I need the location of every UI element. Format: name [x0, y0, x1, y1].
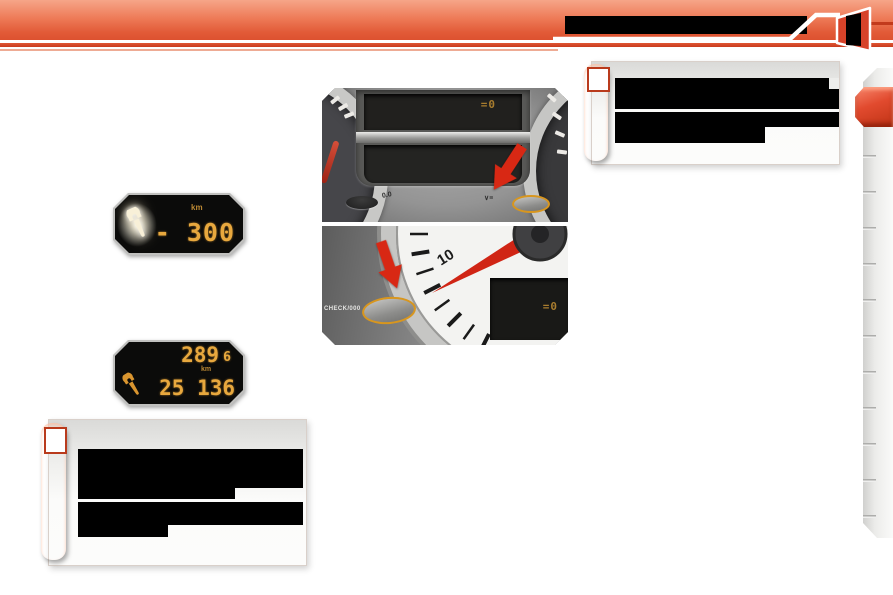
tab-rail-notch: [863, 407, 876, 410]
redacted-text-block: [615, 112, 839, 127]
active-chapter-tab: [855, 87, 893, 127]
dial-number: 10: [434, 246, 457, 269]
lcd-screen: km - 300: [115, 195, 243, 253]
maintenance-reset-button: [512, 195, 550, 213]
redacted-text-block: [78, 525, 168, 537]
service-display-large: 289 6 km 25 136: [113, 340, 245, 406]
wrench-icon: [118, 370, 147, 402]
display-divider-bar: [356, 132, 530, 143]
distance-to-service-value: - 300: [154, 218, 235, 247]
lcd-frame: km - 300: [113, 193, 245, 255]
service-indicator-value: =0: [542, 300, 558, 313]
wrench-icon: [121, 204, 155, 244]
header-rule-thin: [0, 49, 558, 51]
chapter-number-redacted: [846, 13, 861, 46]
checkbox-bullet: [44, 427, 67, 454]
header-rule-white: [0, 40, 893, 43]
tab-rail-notch: [863, 155, 876, 158]
tab-rail-notch: [863, 227, 876, 230]
header-rule-red: [0, 43, 893, 47]
note-box-bottom-left: [48, 419, 307, 566]
trip-decimal: 6: [223, 350, 231, 365]
service-display-small: km - 300: [113, 193, 245, 255]
odometer-display-window: =0: [490, 278, 568, 340]
pointer-arrow: [365, 233, 412, 298]
chapter-tab-marker: [835, 6, 872, 53]
tab-rail-notch: [863, 191, 876, 194]
check-000-label: CHECK/000: [324, 306, 361, 312]
cluster-photo-top: =0 0.0 ∨≡: [322, 88, 568, 222]
tab-rail-notch: [863, 299, 876, 302]
cluster-photo-bottom: 10 =0 CHECK/000: [322, 226, 568, 345]
trip-value: 289: [181, 343, 219, 367]
display-select-symbol: ∨≡: [484, 195, 494, 202]
tab-rail-notch: [863, 515, 876, 518]
redacted-text-block: [615, 78, 839, 109]
unit-label: km: [201, 366, 212, 373]
header-divider-swoosh: [553, 12, 840, 42]
multifunction-display: =0: [356, 90, 530, 186]
pointer-arrow: [480, 137, 535, 198]
redacted-text-block: [615, 127, 765, 143]
redaction-notch: [829, 78, 839, 89]
redacted-text-block: [78, 502, 303, 525]
trip-counter-symbol: 0.0: [381, 191, 393, 200]
odometer-value: 25 136: [159, 376, 235, 400]
tab-rail-notch: [863, 263, 876, 266]
left-cluster-button: [346, 196, 378, 209]
tab-rail-notch: [863, 479, 876, 482]
header-rule-stub: [869, 22, 893, 25]
display-window-upper: =0: [364, 94, 522, 130]
chapter-tab-rail: [863, 68, 893, 538]
note-box-top-right: [591, 61, 840, 165]
tab-rail-notch: [863, 443, 876, 446]
tab-rail-notch: [863, 335, 876, 338]
checkbox-bullet: [587, 67, 610, 92]
section-title-redacted: [565, 16, 807, 34]
instrument-cluster-photos: =0 0.0 ∨≡: [322, 88, 568, 345]
redacted-text-block: [78, 449, 303, 488]
unit-label: km: [191, 203, 203, 212]
lcd-screen: 289 6 km 25 136: [115, 342, 243, 404]
tab-rail-notch: [863, 371, 876, 374]
service-indicator-value: =0: [480, 98, 496, 111]
redacted-text-block: [78, 488, 235, 499]
lcd-frame: 289 6 km 25 136: [113, 340, 245, 406]
